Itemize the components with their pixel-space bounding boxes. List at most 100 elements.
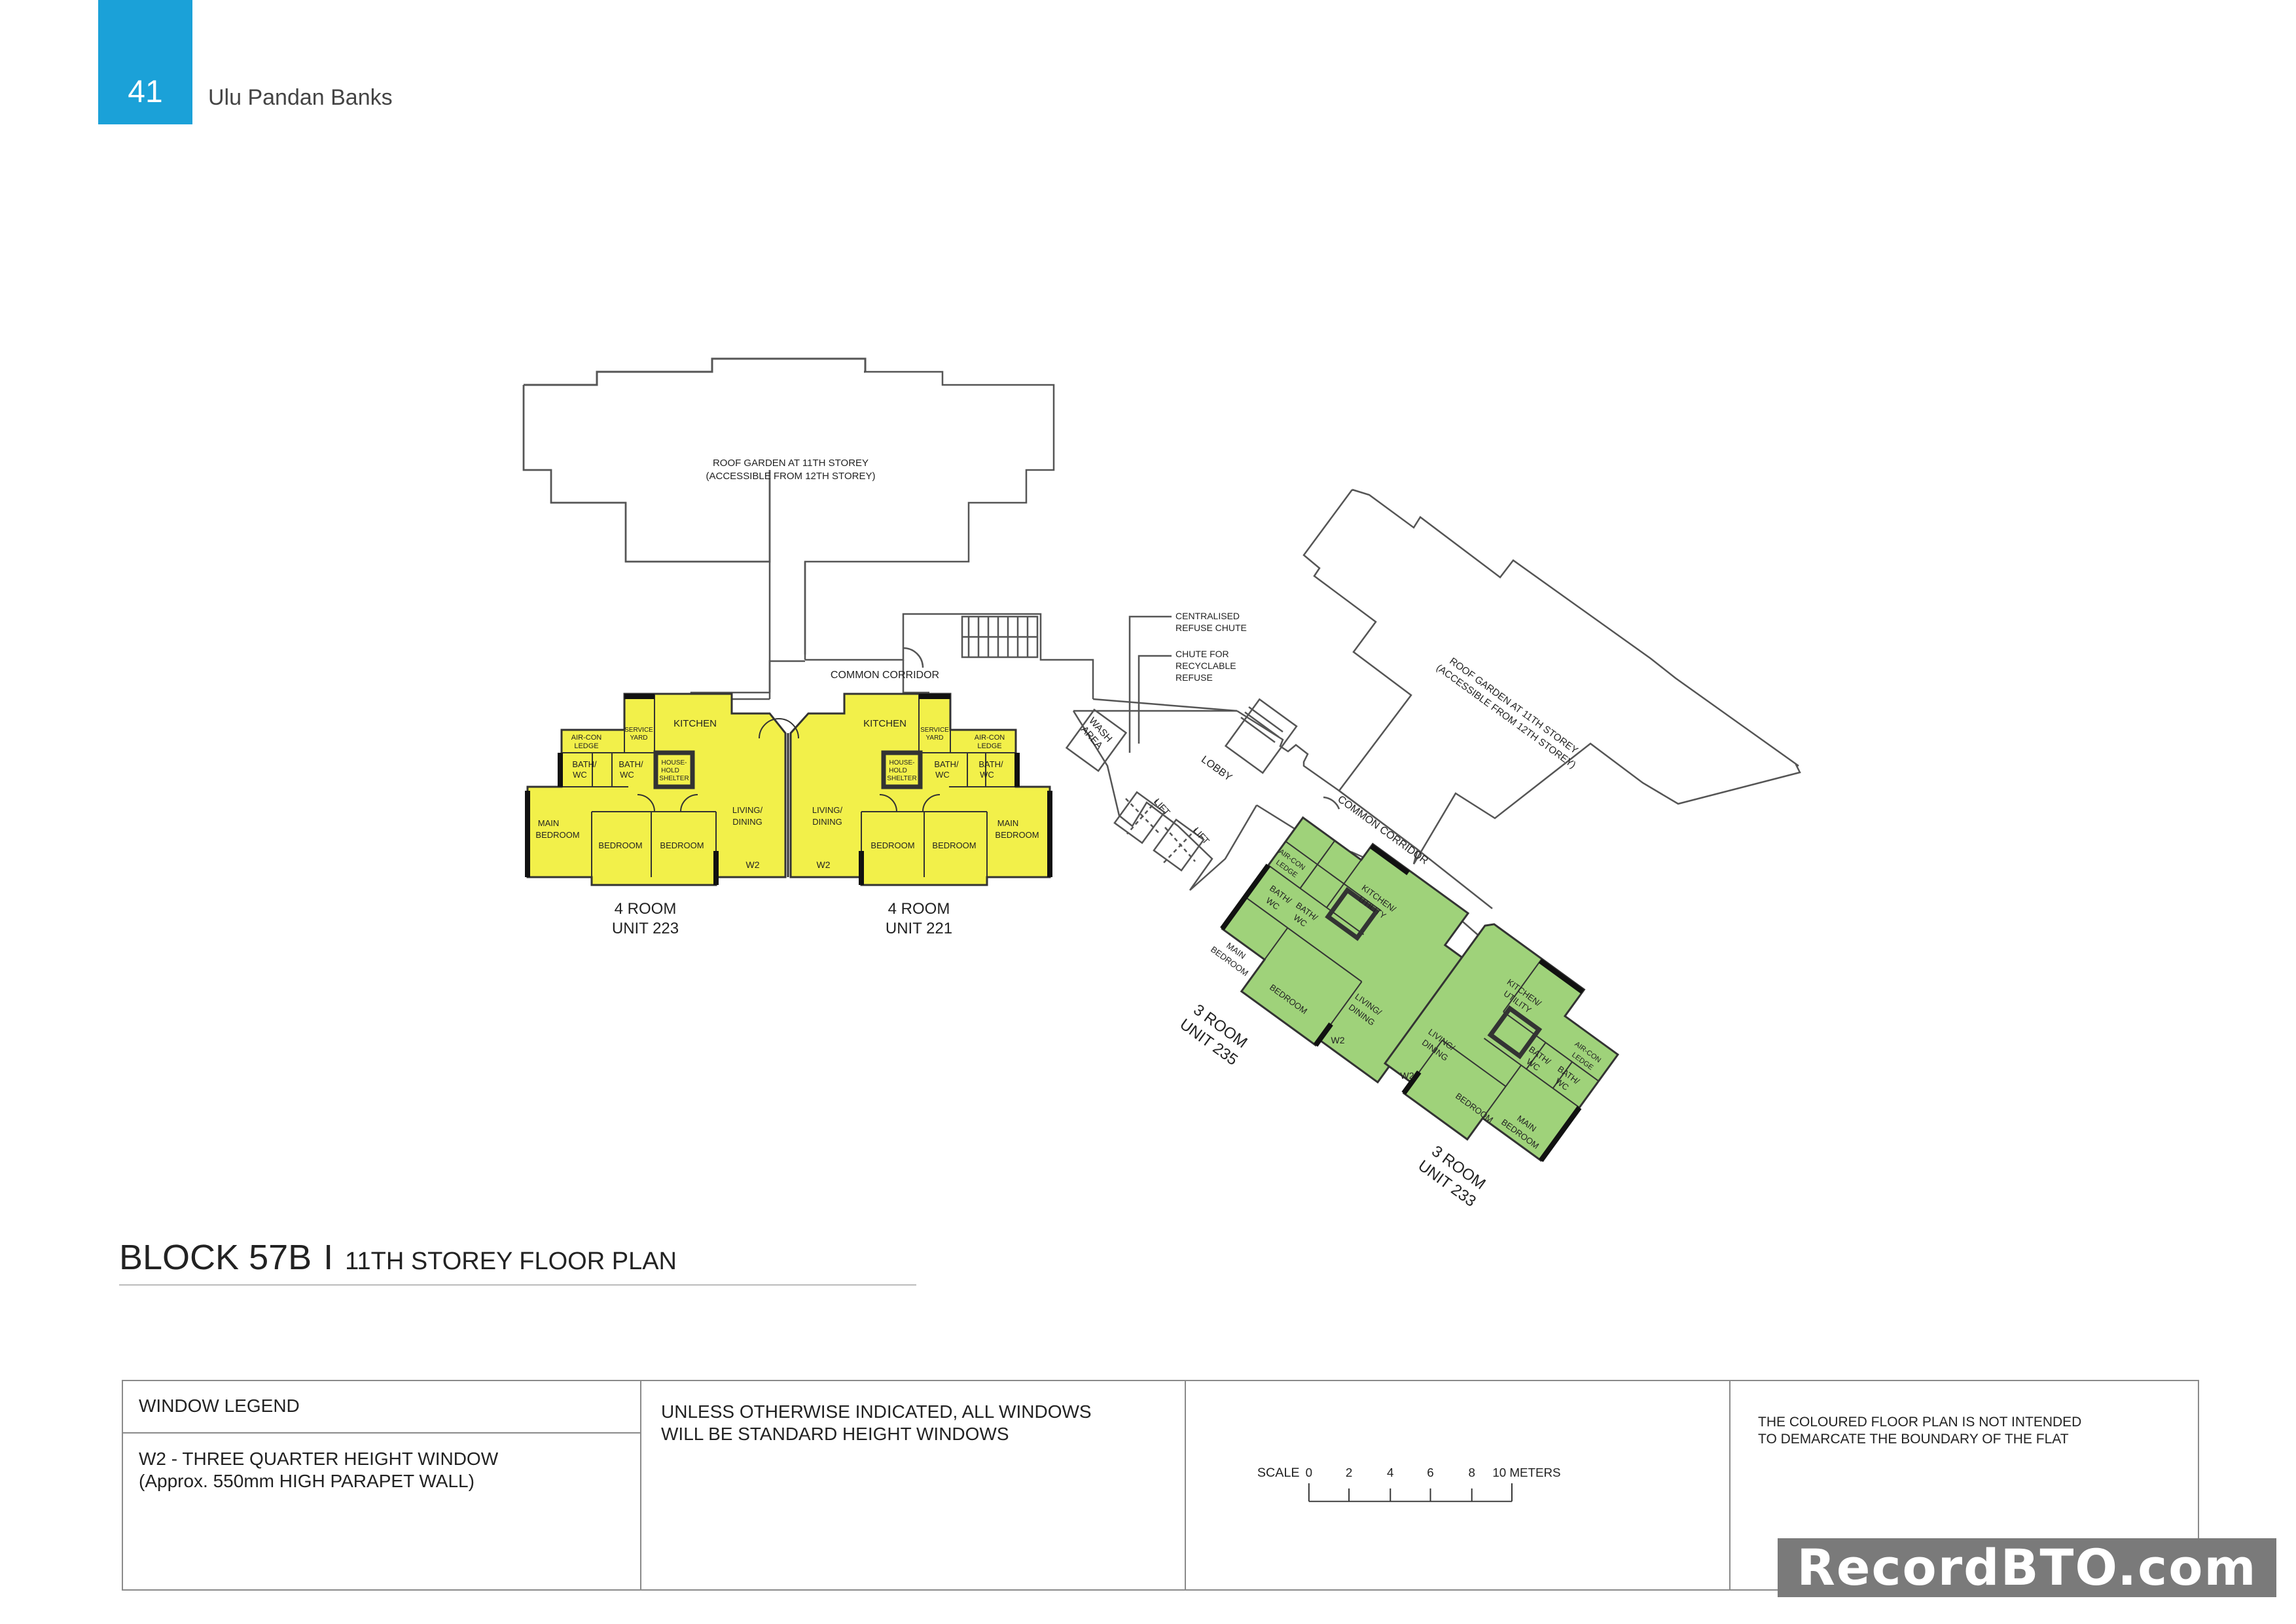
u223-bath2-1: BATH/ xyxy=(619,759,643,769)
lift-label-2: LIFT xyxy=(1191,825,1211,846)
scale-tick-2: 2 xyxy=(1346,1466,1352,1479)
u223-bedroom-2: BEDROOM xyxy=(660,840,704,850)
window-note-line-2: WILL BE STANDARD HEIGHT WINDOWS xyxy=(661,1424,1009,1444)
roof-garden-left xyxy=(524,359,864,393)
legend-table: WINDOW LEGEND W2 - THREE QUARTER HEIGHT … xyxy=(122,1380,2199,1591)
lift-label-1: LIFT xyxy=(1152,797,1172,818)
window-legend-heading: WINDOW LEGEND xyxy=(139,1396,300,1416)
unit-221-number: UNIT 221 xyxy=(886,920,952,937)
w2-parapet: (Approx. 550mm HIGH PARAPET WALL) xyxy=(139,1471,475,1491)
scale-tick-4: 4 xyxy=(1387,1466,1393,1479)
u221-w2: W2 xyxy=(817,859,831,870)
u223-service-yard-1: SERVICE xyxy=(624,727,653,734)
u223-aircon-2: LEDGE xyxy=(574,742,598,750)
u221-bath1-1: BATH/ xyxy=(934,759,959,769)
corridor-block xyxy=(690,613,1238,712)
window-note: UNLESS OTHERWISE INDICATED, ALL WINDOWS … xyxy=(661,1401,1158,1445)
disclaimer: THE COLOURED FLOOR PLAN IS NOT INTENDED … xyxy=(1758,1414,2164,1448)
u223-shelter-3: SHELTER xyxy=(659,775,689,782)
scale-tick-0: 0 xyxy=(1306,1466,1312,1479)
u223-shelter-1: HOUSE- xyxy=(662,759,687,767)
page-number: 41 xyxy=(128,75,163,109)
window-note-line-1: UNLESS OTHERWISE INDICATED, ALL WINDOWS xyxy=(661,1401,1092,1422)
u221-aircon-1: AIR-CON xyxy=(975,734,1005,742)
storey-title: 11TH STOREY FLOOR PLAN xyxy=(345,1248,677,1275)
watermark-logo: RecordBTO.com xyxy=(1778,1538,2276,1597)
roof-garden-right-label-2: (ACCESSIBLE FROM 12TH STOREY) xyxy=(1434,662,1577,771)
recyclable-chute-label-3: REFUSE xyxy=(1175,672,1213,683)
unit-223-type: 4 ROOM xyxy=(615,900,677,918)
u221-living-2: DINING xyxy=(812,817,842,827)
roof-garden-left-label-1: ROOF GARDEN AT 11TH STOREY xyxy=(713,458,869,469)
unit-221-type: 4 ROOM xyxy=(888,900,950,918)
u221-main-bedroom-1: MAIN xyxy=(997,818,1019,828)
left-roof-garden-contour xyxy=(522,385,771,563)
unit-221 xyxy=(778,693,1052,886)
u221-living-1: LIVING/ xyxy=(812,805,843,815)
unit-221-shape xyxy=(789,693,1051,886)
disclaimer-line-2: TO DEMARCATE THE BOUNDARY OF THE FLAT xyxy=(1758,1432,2069,1447)
scale-tick-10: 10 METERS xyxy=(1492,1466,1560,1479)
u221-shelter-1: HOUSE- xyxy=(889,759,915,767)
window-legend-cell: WINDOW LEGEND W2 - THREE QUARTER HEIGHT … xyxy=(123,1381,641,1589)
roof-garden-left-label-2: (ACCESSIBLE FROM 12TH STOREY) xyxy=(706,471,876,482)
unit-223-number: UNIT 223 xyxy=(612,920,679,937)
unit-223 xyxy=(525,693,787,886)
u221-shelter-3: SHELTER xyxy=(887,775,916,782)
roof-garden-left-top xyxy=(804,370,1055,655)
u221-bedroom-1: BEDROOM xyxy=(870,840,914,850)
u223-main-bedroom-1: MAIN xyxy=(538,818,560,828)
u221-aircon-2: LEDGE xyxy=(977,742,1001,750)
u233-w2: W2 xyxy=(1401,1070,1414,1081)
unit-233 xyxy=(1383,923,1619,1163)
u223-bath1-1: BATH/ xyxy=(572,759,597,769)
u223-w2: W2 xyxy=(746,859,760,870)
common-corridor-label-top: COMMON CORRIDOR xyxy=(831,670,939,681)
recyclable-chute-label-1: CHUTE FOR xyxy=(1175,649,1229,659)
u223-living-2: DINING xyxy=(732,817,762,827)
u223-service-yard-2: YARD xyxy=(630,734,647,742)
scale-label: SCALE xyxy=(1257,1466,1300,1480)
refuse-chute-label-2: REFUSE CHUTE xyxy=(1175,623,1247,633)
scale-tick-6: 6 xyxy=(1427,1466,1433,1479)
u221-service-yard-2: YARD xyxy=(925,734,943,742)
u221-bath1-2: WC xyxy=(935,770,950,780)
scale-bar: SCALE 0 2 4 6 8 10 METERS xyxy=(1257,1466,1561,1502)
title-underline xyxy=(119,1284,916,1286)
legend-divider xyxy=(123,1432,640,1434)
u223-main-bedroom-2: BEDROOM xyxy=(535,830,579,840)
roof-garden-left-boundary xyxy=(524,359,865,393)
u223-bath2-2: WC xyxy=(620,770,634,780)
u221-service-yard-1: SERVICE xyxy=(920,727,949,734)
u235-w2: W2 xyxy=(1331,1035,1345,1045)
u221-bedroom-2: BEDROOM xyxy=(932,840,976,850)
u223-bedroom-1: BEDROOM xyxy=(598,840,642,850)
scale-tick-8: 8 xyxy=(1469,1466,1475,1479)
unit-223-shape xyxy=(526,693,787,886)
u223-living-1: LIVING/ xyxy=(732,805,763,815)
u221-main-bedroom-2: BEDROOM xyxy=(995,830,1039,840)
left-roof-garden-outline xyxy=(524,357,867,386)
u221-bath2-1: BATH/ xyxy=(978,759,1003,769)
page-number-tab: 41 xyxy=(98,0,192,124)
window-legend-w2: W2 - THREE QUARTER HEIGHT WINDOW (Approx… xyxy=(139,1448,498,1492)
scale-ticks: 0 2 4 6 8 10 METERS xyxy=(1306,1466,1561,1479)
u223-bath1-2: WC xyxy=(573,770,587,780)
roof-garden-left-outline xyxy=(524,359,864,393)
block-title: BLOCK 57B I 11TH STOREY FLOOR PLAN xyxy=(119,1237,677,1278)
title-separator: I xyxy=(323,1238,334,1277)
recyclable-chute-label-2: RECYCLABLE xyxy=(1175,660,1236,671)
u223-shelter-2: HOLD xyxy=(661,767,679,774)
u223-aircon-1: AIR-CON xyxy=(571,734,602,742)
disclaimer-line-1: THE COLOURED FLOOR PLAN IS NOT INTENDED xyxy=(1758,1415,2082,1430)
u223-kitchen: KITCHEN xyxy=(673,718,717,729)
block-name: BLOCK 57B xyxy=(119,1238,312,1277)
window-note-cell: UNLESS OTHERWISE INDICATED, ALL WINDOWS … xyxy=(641,1381,1186,1589)
u221-kitchen: KITCHEN xyxy=(863,718,906,729)
w2-description: W2 - THREE QUARTER HEIGHT WINDOW xyxy=(139,1449,499,1469)
disclaimer-cell: THE COLOURED FLOOR PLAN IS NOT INTENDED … xyxy=(1731,1381,2200,1589)
roof-garden-left-outline xyxy=(524,357,864,393)
u221-bath2-2: WC xyxy=(980,770,994,780)
unit-235 xyxy=(1220,816,1470,1084)
